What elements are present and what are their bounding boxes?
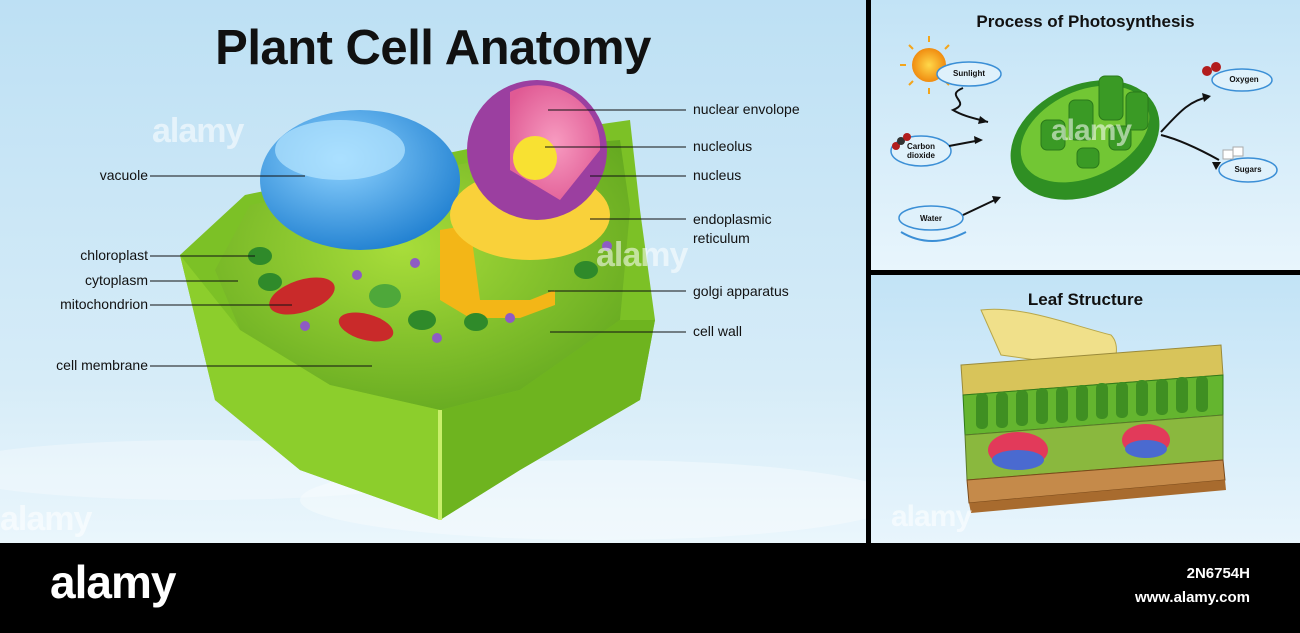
- page-title: Plant Cell Anatomy: [215, 21, 651, 75]
- label-vacuole: vacuole: [99, 167, 148, 183]
- photosynthesis-panel: Process of Photosynthesis Sunlight Carbo…: [871, 0, 1300, 270]
- sugars-bubble: [1218, 157, 1278, 183]
- label-nucleolus: nucleolus: [693, 138, 753, 154]
- label-cell-wall: cell wall: [693, 323, 743, 339]
- label-mitochondrion: mitochondrion: [60, 296, 148, 312]
- label-nucleus: nucleus: [693, 167, 742, 183]
- leaf-structure-title: Leaf Structure: [1027, 290, 1144, 309]
- label-cytoplasm: cytoplasm: [84, 272, 148, 288]
- label-dioxide: dioxide: [906, 151, 935, 160]
- label-nuclear-envelope: nuclear envolope: [693, 101, 800, 117]
- label-cell-membrane: cell membrane: [56, 357, 148, 373]
- label-oxygen: Oxygen: [1229, 75, 1259, 84]
- label-carbon: Carbon: [907, 142, 935, 151]
- nucleolus-shape: [513, 136, 557, 180]
- watermark: alamy: [1051, 114, 1132, 147]
- water-bubble: [898, 205, 964, 231]
- leaf-structure-panel: Leaf Structure alamy: [871, 275, 1300, 543]
- label-sugars: Sugars: [1234, 165, 1262, 174]
- photosynthesis-title: Process of Photosynthesis: [976, 12, 1195, 31]
- oxygen-bubble: [1211, 68, 1273, 92]
- chloroplast-shape: [248, 247, 272, 265]
- alamy-logo: alamy: [50, 556, 176, 608]
- image-id: 2N6754H: [1186, 565, 1250, 582]
- photosynthesis-illustration: [871, 0, 1300, 270]
- plant-cell-panel: Plant Cell Anatomy nuclear envolope nucl…: [0, 0, 866, 543]
- golgi-shape: [440, 225, 555, 318]
- leaf-illustration: [871, 275, 1300, 543]
- carbon-dioxide-bubble: [890, 135, 952, 167]
- site-url[interactable]: www.alamy.com: [1134, 589, 1250, 606]
- sky-background: [0, 0, 866, 543]
- label-reticulum: reticulum: [693, 230, 750, 246]
- label-endoplasmic: endoplasmic: [693, 211, 772, 227]
- sunlight-bubble: [936, 61, 1002, 87]
- watermark: alamy: [596, 236, 688, 274]
- label-water: Water: [920, 214, 942, 223]
- watermark: alamy: [891, 500, 972, 533]
- footer-bar: alamy 2N6754H www.alamy.com: [0, 543, 1300, 633]
- label-sunlight: Sunlight: [953, 69, 985, 78]
- label-golgi-apparatus: golgi apparatus: [693, 283, 789, 299]
- label-chloroplast: chloroplast: [80, 247, 148, 263]
- watermark: alamy: [0, 500, 92, 538]
- watermark: alamy: [152, 112, 244, 150]
